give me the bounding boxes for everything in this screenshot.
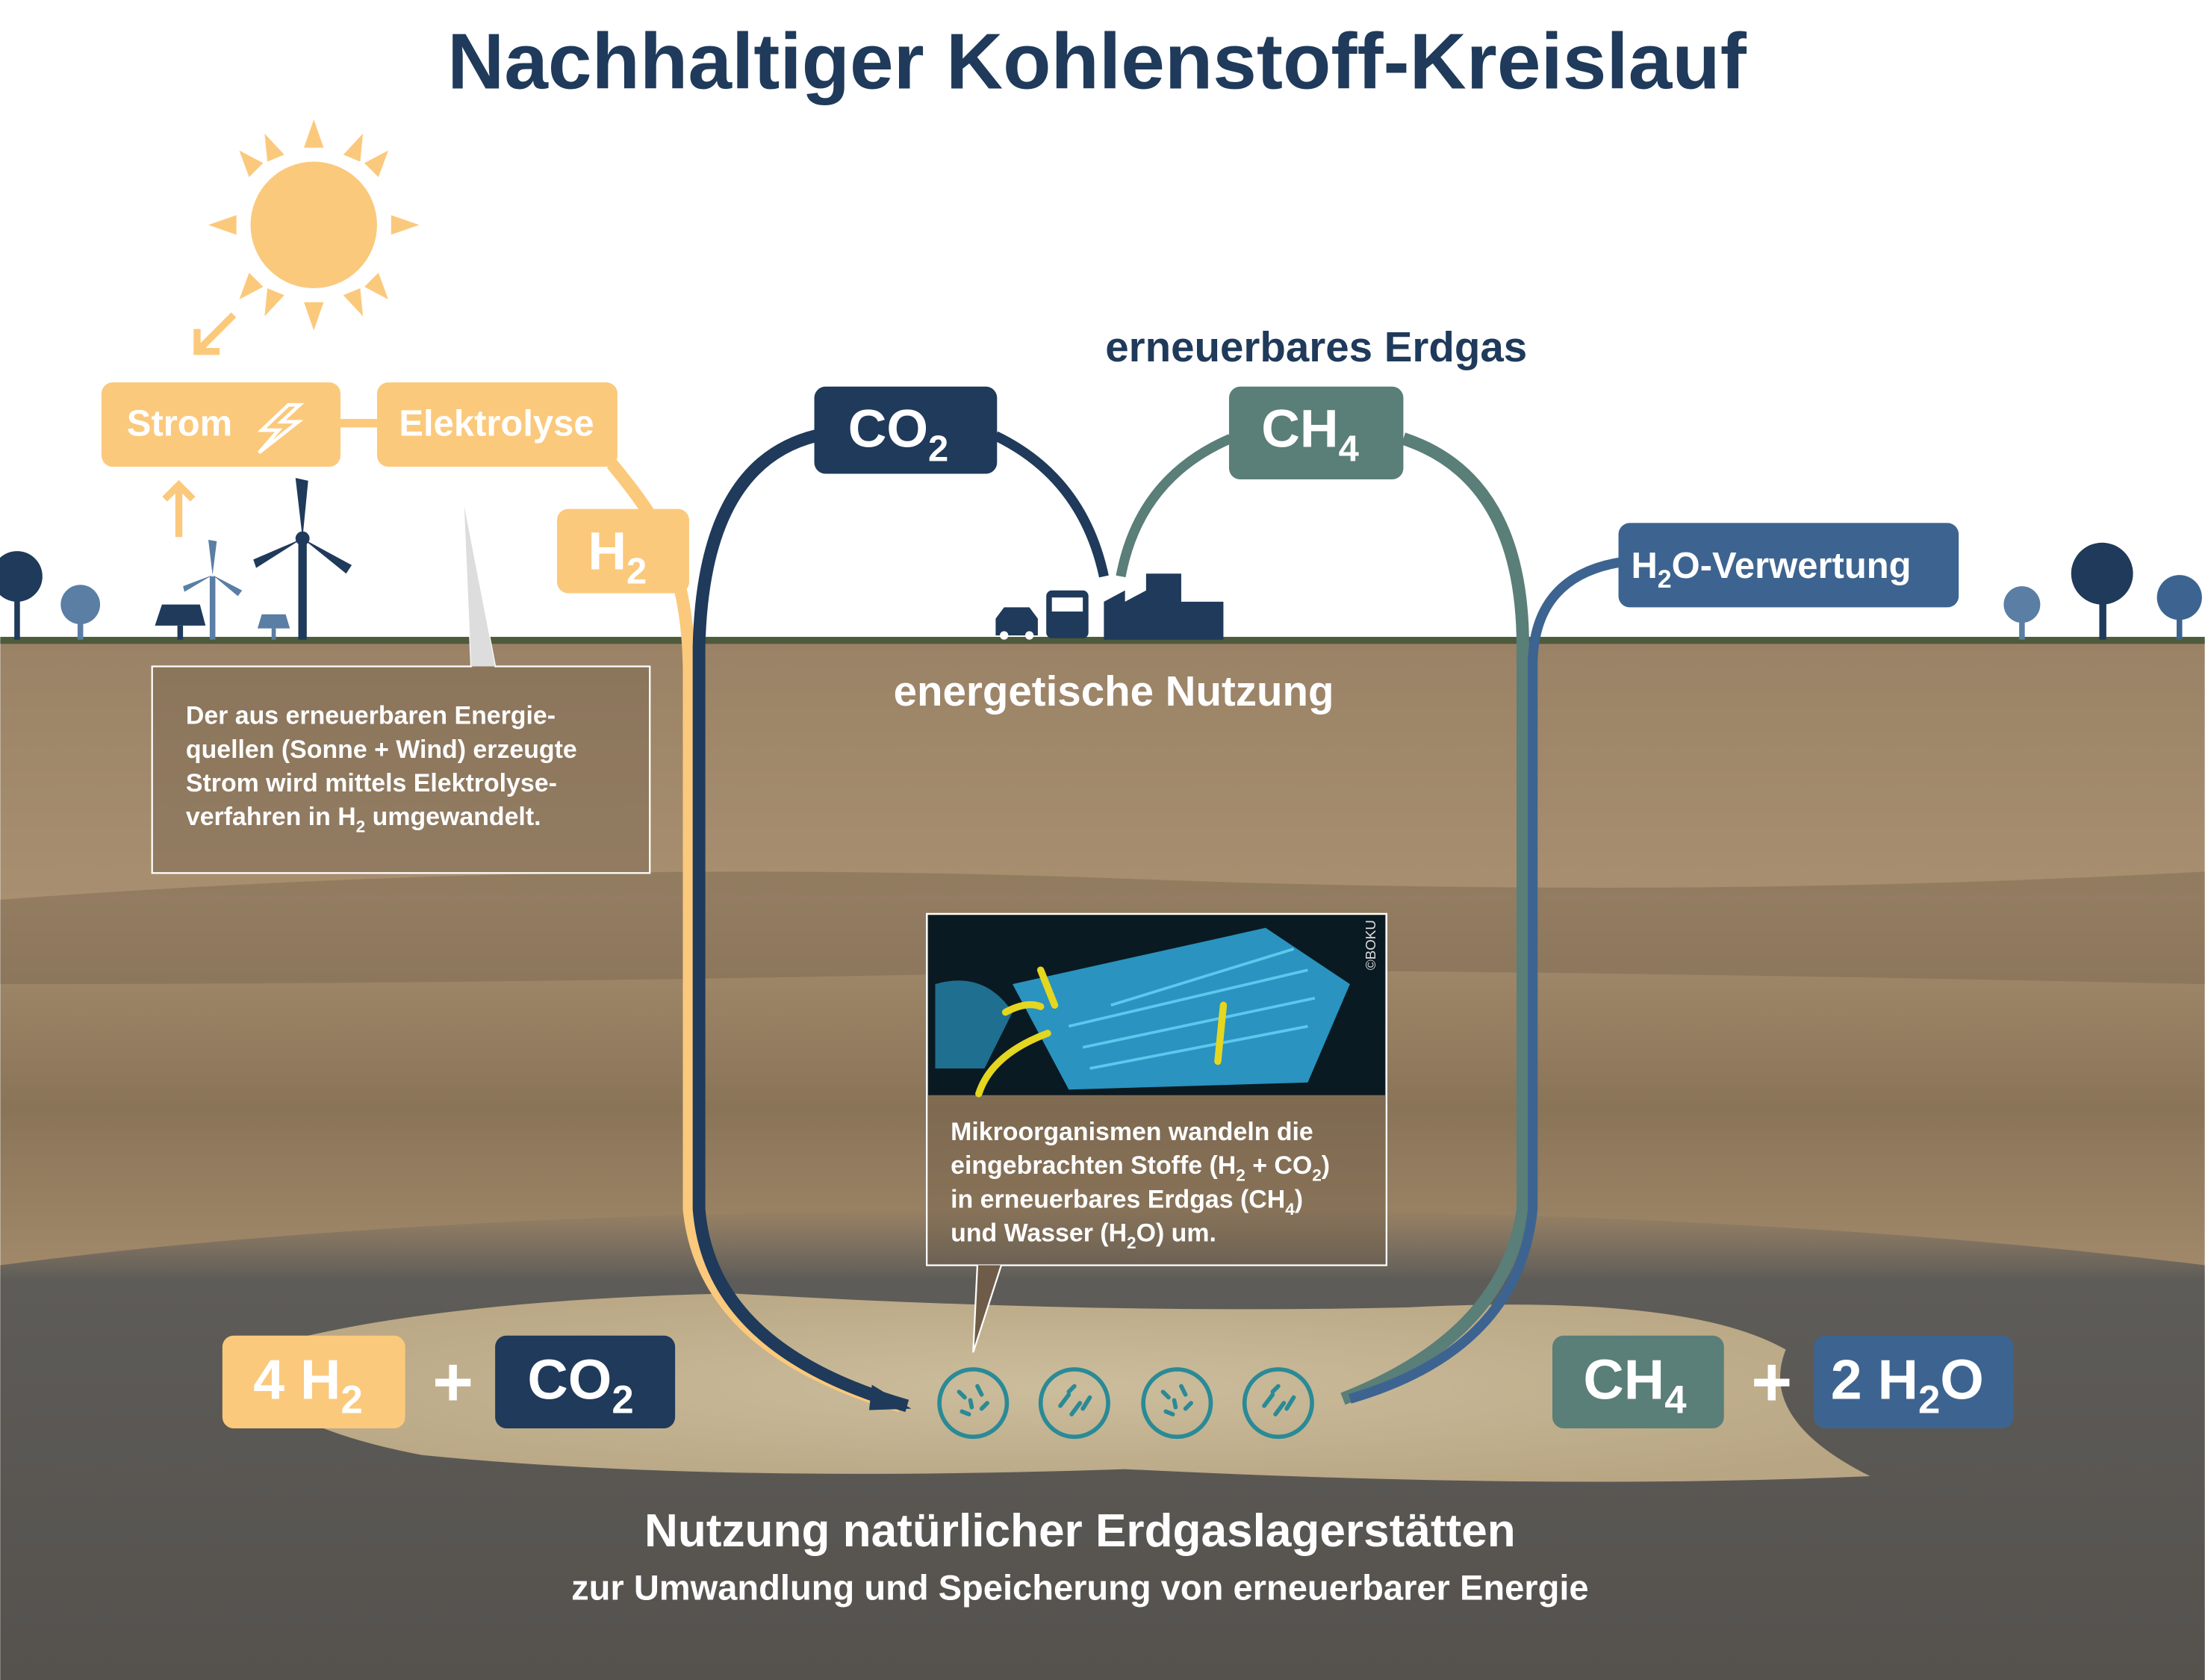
- svg-text:H2: H2: [588, 522, 647, 592]
- microscope-image: ©BOKU: [928, 915, 1385, 1098]
- wind-turbine-small-icon: [183, 540, 243, 640]
- footer-title: Nutzung natürlicher Erdgaslagerstätten: [644, 1505, 1516, 1557]
- svg-text:H2O-Verwertung: H2O-Verwertung: [1631, 546, 1911, 594]
- equation-ch4: CH4: [1552, 1335, 1724, 1428]
- factory-icon: [1104, 573, 1224, 640]
- svg-text:Mikroorganismen wandeln die: Mikroorganismen wandeln die eingebrachte…: [951, 1118, 1337, 1252]
- svg-text:Der aus erneuerbaren Energie-: Der aus erneuerbaren Energie- quellen (S…: [186, 702, 584, 836]
- svg-text:CH4: CH4: [1261, 399, 1359, 470]
- lightning-icon: [257, 402, 305, 455]
- svg-text:Strom: Strom: [127, 404, 232, 444]
- wind-turbine-icon: [253, 478, 352, 640]
- co2-label: CO2: [814, 386, 998, 474]
- arrow-down-left-icon: [193, 312, 237, 355]
- equation-4h2: 4 H2: [222, 1335, 405, 1428]
- sun-icon: [208, 119, 420, 331]
- solar-panel-small-icon: [257, 614, 290, 640]
- solar-panel-icon: [155, 604, 206, 640]
- page-title: Nachhaltiger Kohlenstoff-Kreislauf: [447, 19, 1747, 106]
- tree-icon: [2071, 542, 2133, 640]
- co2-flow-line: [692, 429, 909, 1412]
- h2o-flow-line: [1349, 557, 1621, 1404]
- info-box-electrolysis: Der aus erneuerbaren Energie- quellen (S…: [151, 505, 651, 874]
- plus-sign: +: [1751, 1343, 1792, 1421]
- svg-text:Elektrolyse: Elektrolyse: [399, 404, 594, 444]
- erneuerbares-erdgas-label: erneuerbares Erdgas: [1105, 323, 1527, 370]
- tree-icon: [2003, 586, 2041, 640]
- ch4-label: CH4: [1228, 386, 1404, 480]
- plus-sign: +: [432, 1343, 473, 1421]
- microbe-icon: [937, 1367, 1314, 1440]
- grass-line: [0, 636, 2205, 644]
- equation-2h2o: 2 H2O: [1814, 1335, 2014, 1428]
- co2-return-line: [993, 431, 1109, 578]
- energetische-nutzung-label: energetische Nutzung: [894, 668, 1334, 715]
- tree-icon: [2156, 575, 2202, 640]
- ch4-flow-line: [1340, 432, 1529, 1405]
- svg-text:2 H2O: 2 H2O: [1831, 1348, 1984, 1422]
- strom-label: Strom: [101, 382, 340, 467]
- equation-co2: CO2: [495, 1335, 676, 1428]
- h2-label: H2: [556, 508, 689, 594]
- arrow-up-icon: [162, 479, 196, 538]
- svg-text:CH4: CH4: [1583, 1348, 1687, 1422]
- arrowhead-icon: [868, 1384, 912, 1410]
- elektrolyse-label: Elektrolyse: [376, 382, 618, 467]
- info-box-microorganisms: ©BOKU Mikroorganismen wandeln die eingeb…: [926, 912, 1387, 1353]
- tree-icon: [0, 551, 43, 640]
- car-icon: [995, 607, 1038, 640]
- connector: [340, 419, 377, 428]
- svg-text:CO2: CO2: [527, 1348, 633, 1422]
- bus-icon: [1046, 590, 1089, 638]
- tree-icon: [60, 585, 101, 640]
- footer-subtitle: zur Umwandlung und Speicherung von erneu…: [571, 1568, 1588, 1608]
- svg-text:4 H2: 4 H2: [253, 1348, 363, 1422]
- svg-text:CO2: CO2: [848, 399, 949, 470]
- h2o-verwertung-label: H2O-Verwertung: [1618, 523, 1959, 608]
- ch4-return-line: [1116, 434, 1233, 578]
- svg-text:©BOKU: ©BOKU: [1363, 920, 1378, 970]
